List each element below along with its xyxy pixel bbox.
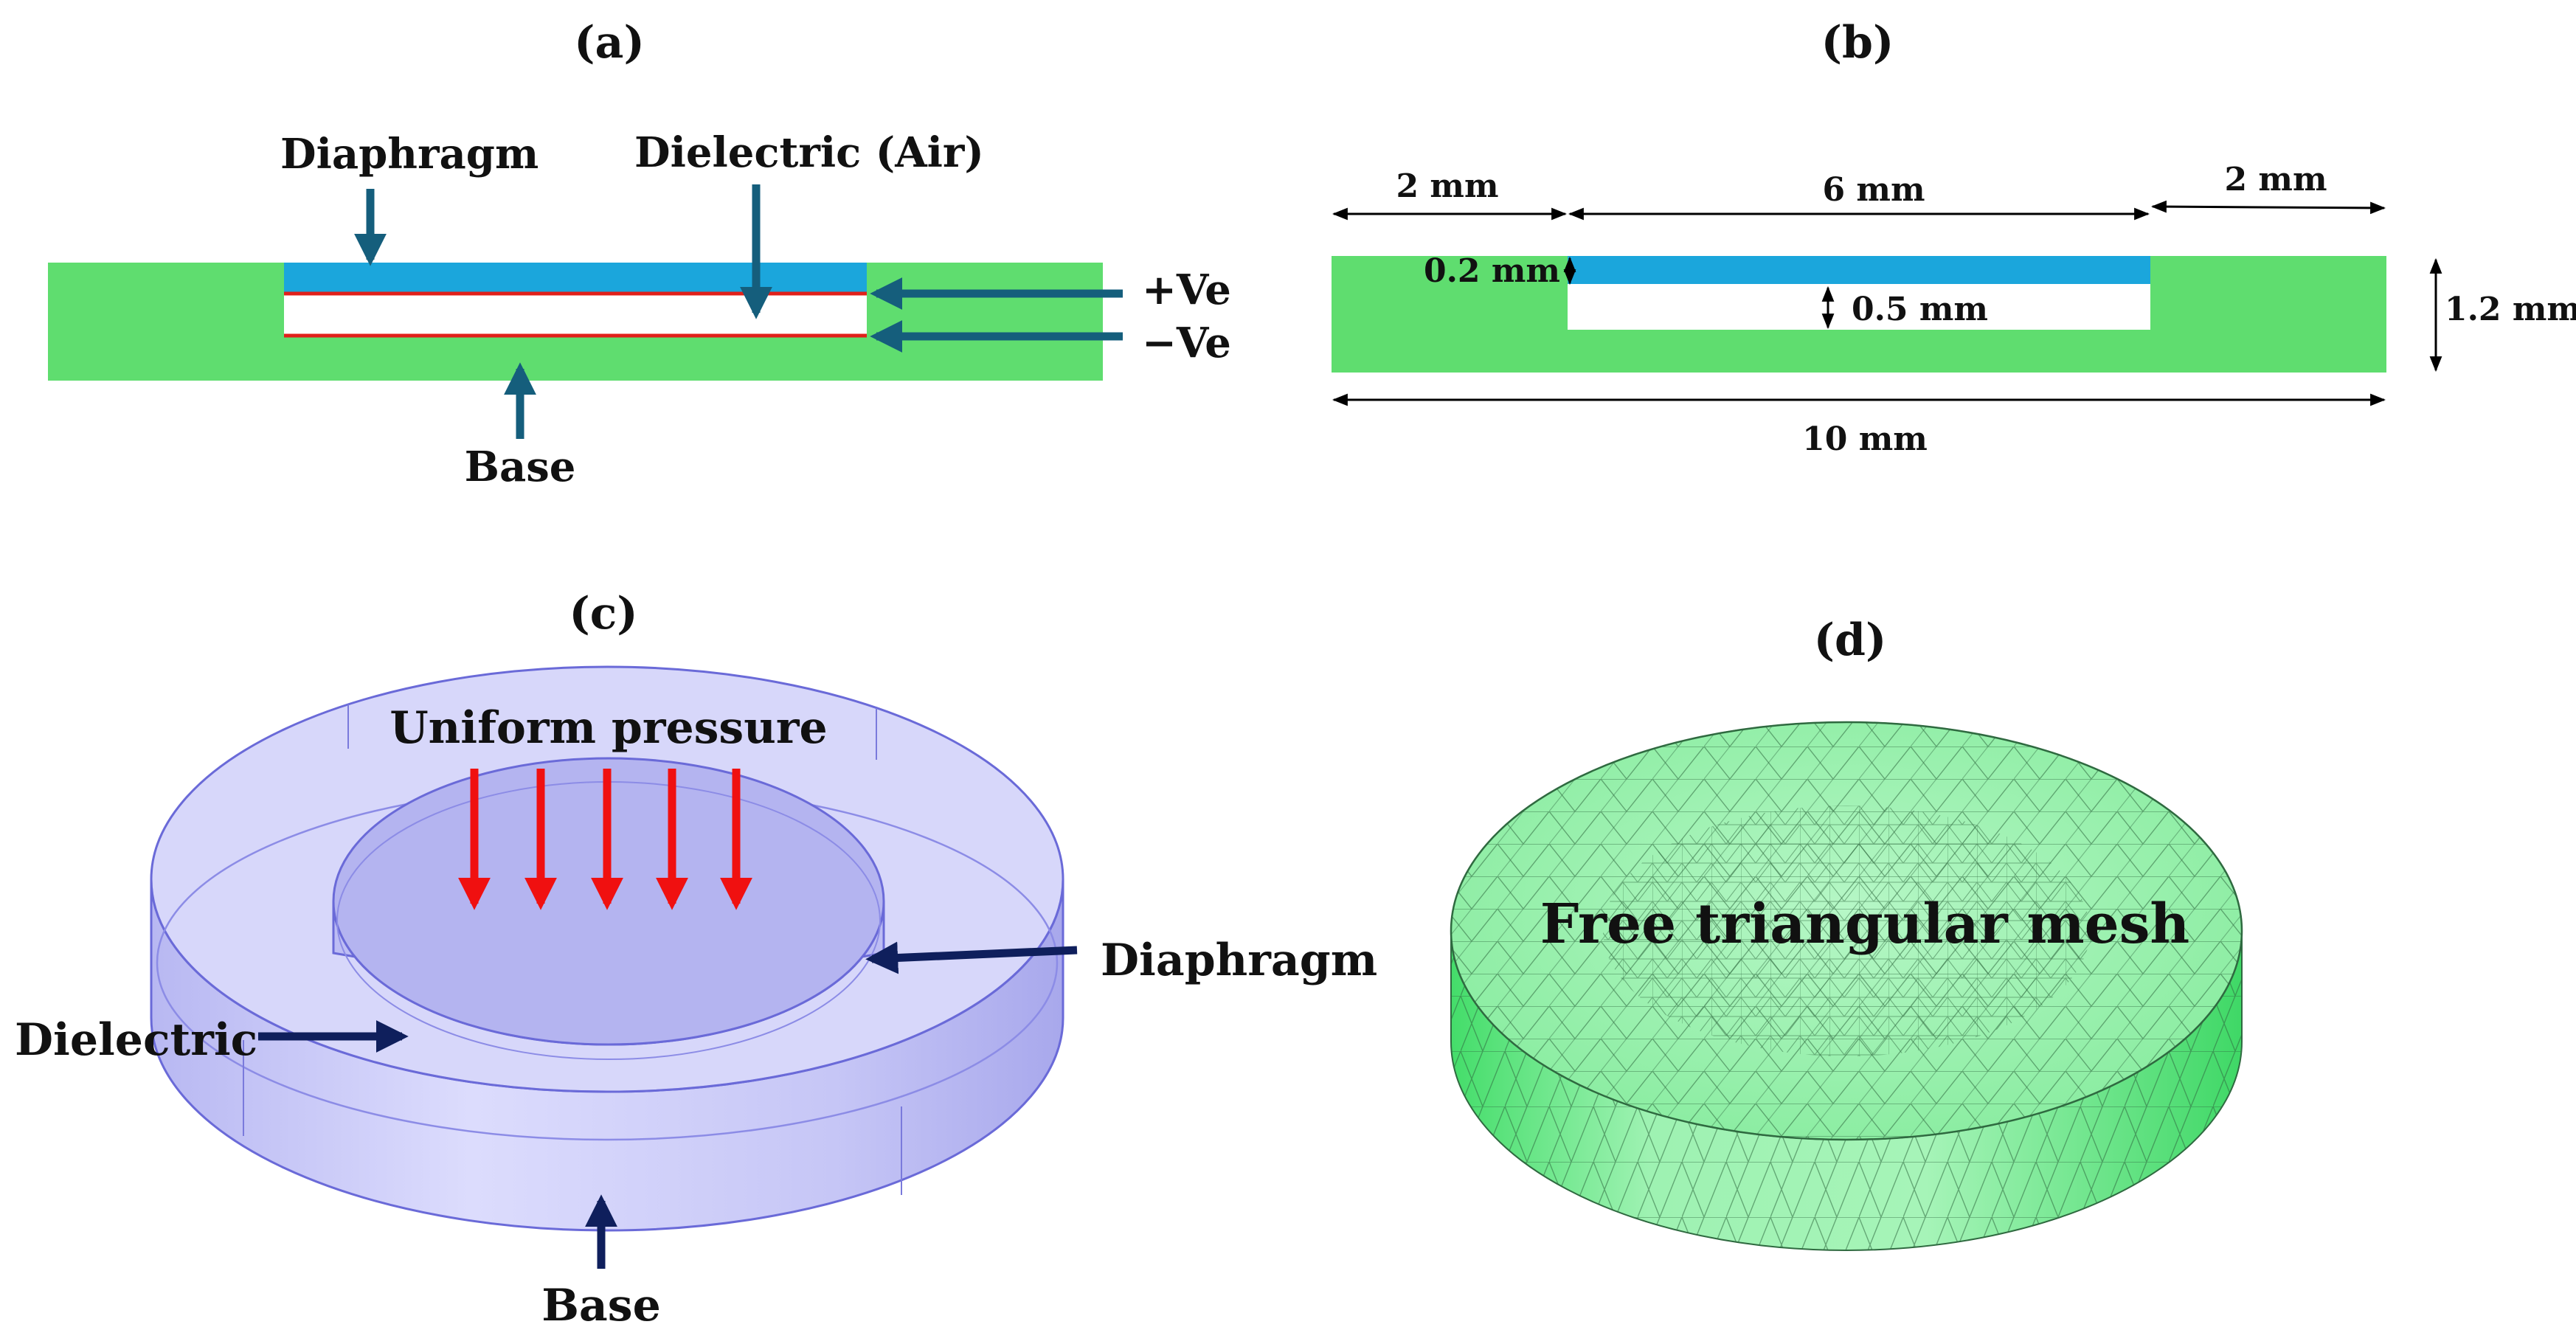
dim-left-label: 2 mm xyxy=(1396,167,1498,205)
dielectric-label: Dielectric xyxy=(15,1014,257,1066)
positive-label: +Ve xyxy=(1142,266,1231,314)
dim-diaphragm-label: 0.2 mm xyxy=(1424,252,1560,290)
negative-label: −Ve xyxy=(1142,319,1231,367)
dim-total-label: 10 mm xyxy=(1802,420,1928,458)
dielectric-label: Dielectric (Air) xyxy=(634,128,984,177)
diaphragm-layer xyxy=(284,263,867,293)
diaphragm-label: Diaphragm xyxy=(1101,935,1377,986)
panel-d-label: (d) xyxy=(1814,614,1887,666)
panel-b-label: (b) xyxy=(1821,17,1894,69)
dim-gap-label: 0.5 mm xyxy=(1852,291,1988,328)
dim-center-label: 6 mm xyxy=(1822,171,1925,209)
diaphragm-label: Diaphragm xyxy=(280,130,539,179)
panel-c: (c) Uniform pressure Diaphragm Dielectri… xyxy=(15,588,1377,1331)
air-gap xyxy=(284,293,867,336)
pressure-label: Uniform pressure xyxy=(389,702,827,754)
panel-b: (b) 2 mm 6 mm 2 mm 0.2 mm 0.5 mm 1.2 mm … xyxy=(1332,17,2576,458)
panel-c-label: (c) xyxy=(569,588,637,640)
arrow-icon xyxy=(865,941,1078,974)
dim-height-label: 1.2 mm xyxy=(2445,291,2576,328)
air-gap xyxy=(1568,284,2150,330)
base-label: Base xyxy=(541,1280,661,1331)
panel-a: (a) Diaphragm Dielectric (Air) +Ve −Ve B… xyxy=(48,17,1231,491)
mesh-dense-region xyxy=(1603,806,2090,1056)
double-arrow-icon xyxy=(2150,200,2386,215)
panel-a-label: (a) xyxy=(574,17,645,69)
diaphragm-layer xyxy=(1568,256,2150,284)
mesh-top-outline xyxy=(1450,721,2243,1141)
mesh-label: Free triangular mesh xyxy=(1540,893,2189,956)
dim-right-label: 2 mm xyxy=(2224,161,2327,198)
base-label: Base xyxy=(465,443,576,491)
panel-d: (d) Free triangular mesh xyxy=(1450,614,2243,1251)
